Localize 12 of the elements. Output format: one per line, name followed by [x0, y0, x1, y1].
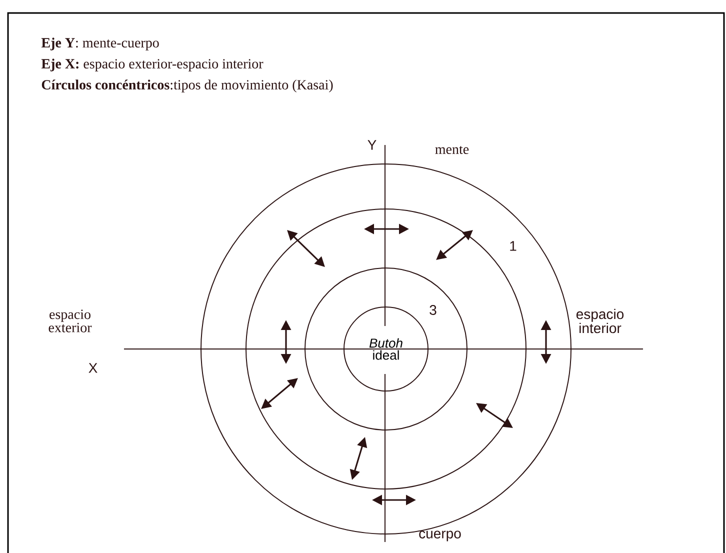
axis-note: Eje X: espacio exterior-espacio interior — [41, 58, 264, 72]
axis-note: Círculos concéntricos:tipos de movimiento (Kasai) — [42, 80, 333, 92]
pole-label: mente — [435, 146, 469, 154]
ring-circle — [304, 268, 468, 430]
pole-label: espacio exterior — [48, 310, 92, 332]
pole-label: cuerpo — [419, 530, 461, 542]
axis-label: X — [88, 363, 98, 373]
axis-note: Eje Y: mente-cuerpo — [41, 38, 159, 50]
pole-label: espacio interior — [576, 308, 624, 334]
ring-circle — [246, 208, 526, 490]
axis-label: Y — [368, 140, 376, 150]
ring-number: 1 — [510, 241, 516, 251]
